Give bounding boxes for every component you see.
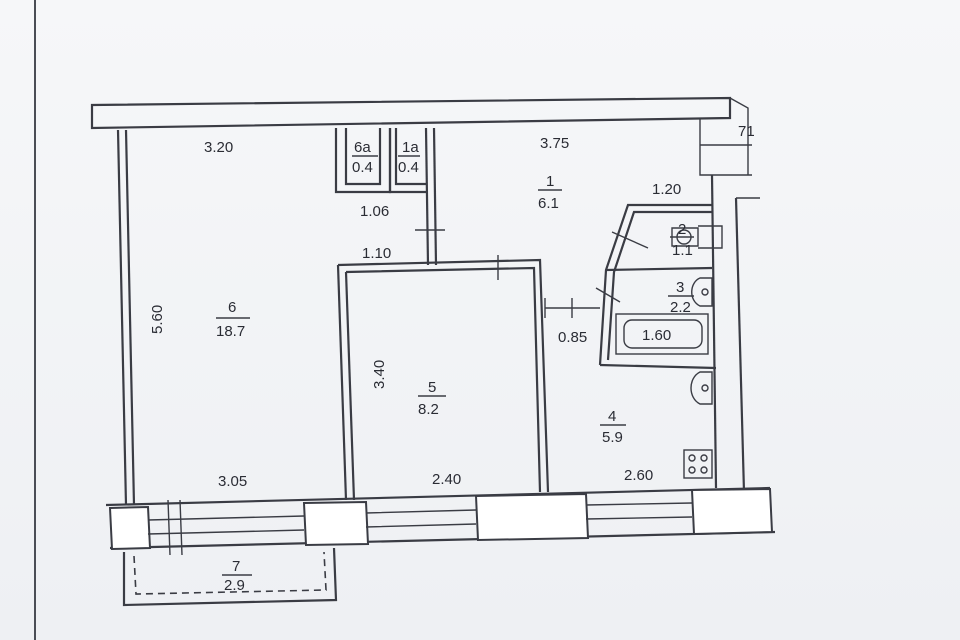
room-2-area: 1.1 bbox=[672, 242, 693, 259]
room-2-number: 2 bbox=[678, 221, 686, 238]
wall-room6-left bbox=[116, 129, 136, 506]
dim-room5-width-bottom: 2.40 bbox=[432, 471, 461, 488]
room-1a-number: 1a bbox=[402, 139, 419, 156]
room5-walls bbox=[336, 255, 600, 501]
room-3-number: 3 bbox=[676, 279, 684, 296]
right-walls bbox=[710, 174, 760, 493]
dim-room5-depth: 3.40 bbox=[371, 360, 388, 389]
room-7-area: 2.9 bbox=[224, 577, 245, 594]
fraction-lines bbox=[216, 155, 694, 576]
room-5-number: 5 bbox=[428, 379, 436, 396]
room-5-area: 8.2 bbox=[418, 401, 439, 418]
dim-width-room1: 3.75 bbox=[540, 135, 569, 152]
room-6-area: 18.7 bbox=[216, 323, 245, 340]
dim-room6-depth: 5.60 bbox=[149, 305, 166, 334]
room-1-number: 1 bbox=[546, 173, 554, 190]
dim-kitchen-width: 2.60 bbox=[624, 467, 653, 484]
dim-hall-110: 1.10 bbox=[362, 245, 391, 262]
room-6a-number: 6a bbox=[354, 139, 371, 156]
room-7-number: 7 bbox=[232, 558, 240, 575]
dim-width-room6: 3.20 bbox=[204, 139, 233, 156]
dim-hall-106: 1.06 bbox=[360, 203, 389, 220]
room-6a-area: 0.4 bbox=[352, 159, 373, 176]
outer-wall-top bbox=[90, 96, 752, 176]
dim-wc-width: 1.20 bbox=[652, 181, 681, 198]
room-1-area: 6.1 bbox=[538, 195, 559, 212]
dim-085: 0.85 bbox=[558, 329, 587, 346]
room-6-number: 6 bbox=[228, 299, 236, 316]
dim-bathtub: 1.60 bbox=[642, 327, 671, 344]
balcony bbox=[122, 547, 338, 607]
dim-room6-width-bottom: 3.05 bbox=[218, 473, 247, 490]
dim-71: 71 bbox=[738, 123, 755, 140]
room-1a-area: 0.4 bbox=[398, 159, 419, 176]
room-4-area: 5.9 bbox=[602, 429, 623, 446]
room-4-number: 4 bbox=[608, 408, 616, 425]
closets bbox=[334, 127, 445, 266]
page-margin-line bbox=[34, 0, 36, 640]
room-3-area: 2.2 bbox=[670, 299, 691, 316]
outer-wall-bottom bbox=[105, 486, 776, 556]
